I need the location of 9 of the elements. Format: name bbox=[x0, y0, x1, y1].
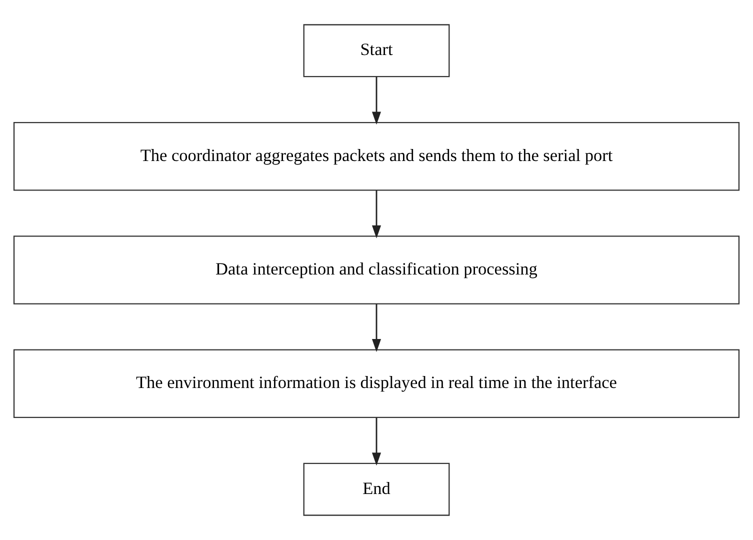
node-box: End bbox=[303, 462, 450, 516]
arrow bbox=[372, 76, 382, 125]
arrow bbox=[372, 304, 382, 352]
node-box: The environment information is displayed in real time in the interface bbox=[13, 349, 740, 418]
node-box: Start bbox=[303, 24, 450, 78]
arrow bbox=[372, 418, 382, 466]
node-box: The coordinator aggregates packets and sends them to the serial port bbox=[13, 122, 740, 191]
node-box: Data interception and classification processing bbox=[13, 236, 740, 304]
arrow bbox=[372, 190, 382, 238]
